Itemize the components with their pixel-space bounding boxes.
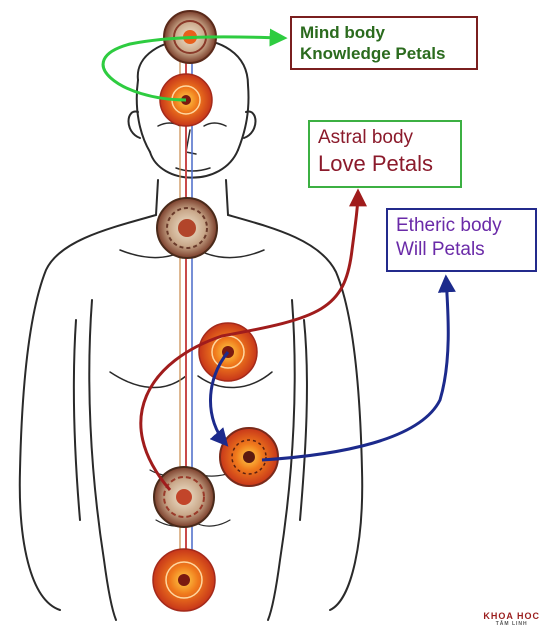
watermark-logo: KHOA HOC TÂM LINH [483,611,540,627]
etheric-body-title: Etheric body [396,215,502,236]
mind-arrow [101,28,288,102]
chakra-sacral [153,466,215,528]
chakra-solar-plexus [219,427,279,487]
astral-body-label: Astral body Love Petals [308,120,462,188]
logo-sub-text: TÂM LINH [495,621,528,627]
astral-arrow [139,188,367,491]
astral-body-title: Astral body [318,127,414,148]
mind-body-title: Mind body [300,23,385,42]
etheric-arrow [261,274,456,462]
chakra-throat [156,197,218,259]
etheric-arrow-to-solar [209,351,230,447]
astral-body-subtitle: Love Petals [318,150,433,176]
mind-body-subtitle: Knowledge Petals [300,44,446,64]
etheric-body-subtitle: Will Petals [396,238,485,260]
logo-main-text: KHOA HOC [483,611,540,621]
etheric-body-label: Etheric body Will Petals [386,208,537,272]
mind-body-label: Mind body Knowledge Petals [290,16,478,70]
chakra-root [152,548,216,612]
